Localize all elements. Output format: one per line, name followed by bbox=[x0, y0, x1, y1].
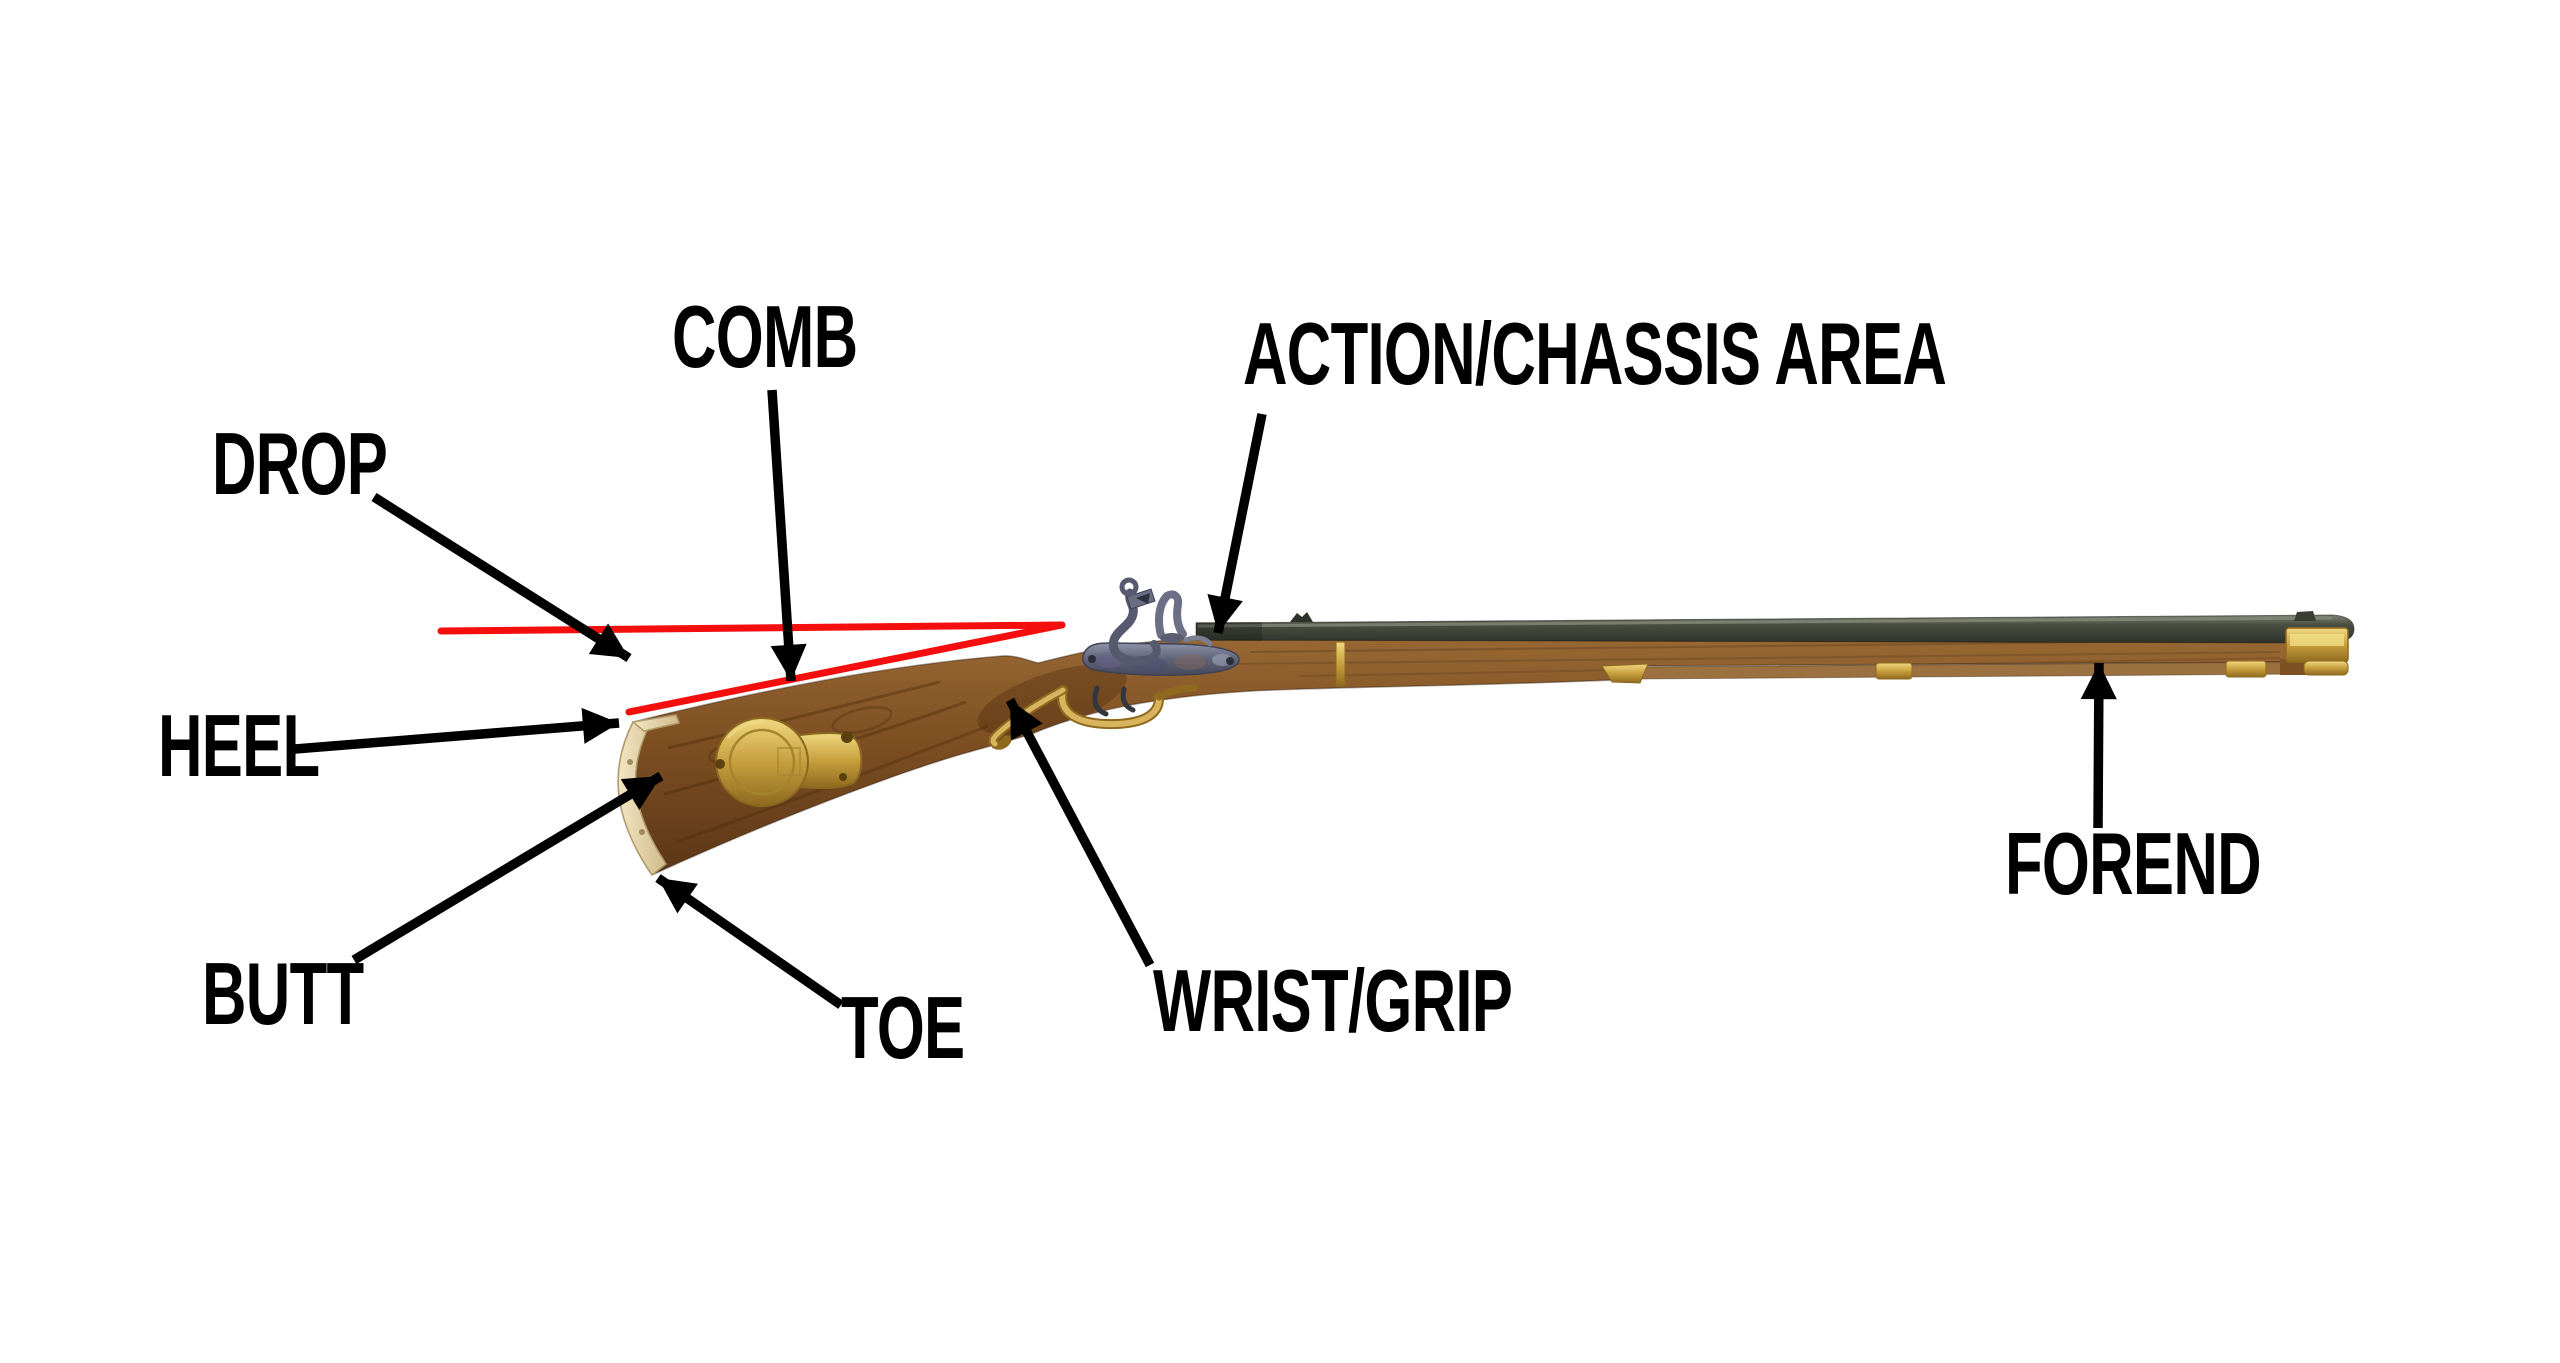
label-toe: TOE bbox=[841, 978, 965, 1077]
comb-line-red bbox=[625, 621, 1066, 716]
ramrod-entry-pipe bbox=[1601, 663, 1649, 684]
flintlock-hammer bbox=[1108, 577, 1161, 666]
label-wrist-grip: WRIST/GRIP bbox=[1153, 951, 1513, 1050]
label-heel: HEEL bbox=[158, 696, 320, 795]
frizzen bbox=[1155, 590, 1213, 647]
double-set-triggers bbox=[1092, 685, 1136, 717]
front-sight bbox=[2294, 611, 2316, 621]
toe-arrow bbox=[655, 874, 844, 1009]
forend-arrow bbox=[2080, 662, 2117, 829]
butt-arrow bbox=[351, 771, 664, 965]
rear-sight bbox=[1290, 612, 1313, 622]
wrist-arrow bbox=[1005, 697, 1155, 968]
label-drop: DROP bbox=[212, 414, 388, 513]
label-comb: COMB bbox=[672, 287, 858, 386]
muzzle-cap bbox=[2280, 627, 2349, 676]
barrel-key-escutcheon bbox=[1335, 641, 1346, 687]
comb-arrow bbox=[767, 389, 807, 682]
label-action-chassis: ACTION/CHASSIS AREA bbox=[1243, 304, 1947, 403]
drop-arrow bbox=[371, 492, 632, 663]
label-forend: FOREND bbox=[2005, 814, 2262, 913]
ramrod-thimble-mid bbox=[1875, 662, 1913, 680]
forend-fittings bbox=[1335, 641, 2267, 687]
heel-arrow bbox=[294, 707, 620, 754]
barrel bbox=[1195, 611, 2355, 644]
action-arrow bbox=[1207, 413, 1267, 634]
sight-line-red bbox=[437, 621, 1066, 635]
leader-arrows bbox=[294, 389, 2117, 1009]
lock-plate bbox=[1081, 642, 1240, 676]
ramrod-thimble-front bbox=[2225, 660, 2267, 678]
ramrod-tip bbox=[2303, 660, 2349, 676]
buttplate bbox=[617, 714, 681, 877]
drop-reference-lines bbox=[437, 621, 1066, 716]
label-butt: BUTT bbox=[202, 944, 364, 1043]
patchbox bbox=[715, 717, 863, 807]
